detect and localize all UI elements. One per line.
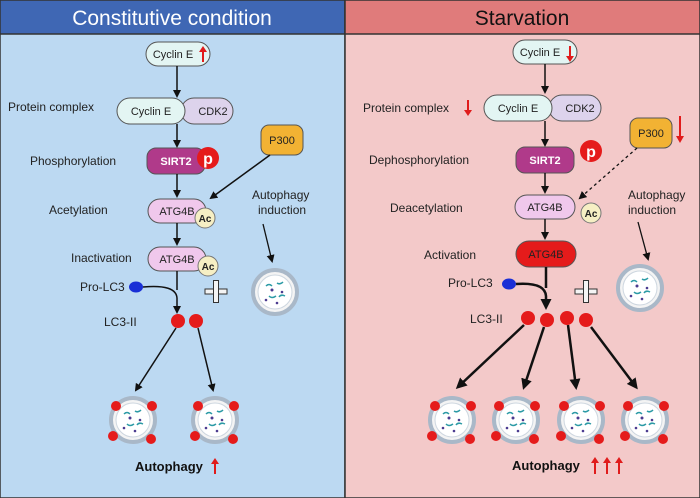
right-dephosphorylation-label: Dephosphorylation	[369, 153, 469, 167]
right-cyclin-e-label: Cyclin E	[520, 47, 560, 59]
left-inactivation-label: Inactivation	[71, 251, 132, 265]
left-plus-icon	[204, 280, 228, 303]
right-lc3-dot-2	[540, 313, 554, 327]
right-autophagy-induction-line1: Autophagy	[628, 188, 685, 202]
right-p300-node	[629, 117, 673, 149]
right-sirt2-label: SIRT2	[529, 155, 560, 167]
left-cyclin-e-complex-label: Cyclin E	[131, 106, 171, 118]
right-autophagosome-2	[491, 396, 540, 444]
right-cyclin-e-complex-node	[483, 94, 553, 122]
right-panel: Starvation Cyclin E Protein complex CDK2…	[344, 0, 700, 498]
right-autophagosome-3	[556, 396, 605, 444]
left-acetylation-label: Acetylation	[49, 203, 108, 217]
right-cdk2-label: CDK2	[565, 103, 594, 115]
right-autophagosome-1	[427, 396, 476, 444]
right-ac-badge	[580, 202, 602, 224]
left-phospho-badge	[197, 147, 219, 169]
right-induction-vesicle	[616, 264, 664, 312]
left-pro-lc3-label: Pro-LC3	[80, 280, 125, 294]
left-arrow-p300-to-atg4b	[209, 154, 271, 200]
right-lc3-dot-4	[579, 313, 593, 327]
left-p300-label: P300	[269, 135, 295, 147]
left-ac-badge-2	[197, 255, 219, 277]
right-deacetylation-label: Deacetylation	[390, 201, 463, 215]
right-protein-complex-label: Protein complex	[363, 101, 449, 115]
right-atg4b-active-label: ATG4B	[528, 249, 563, 261]
left-ac-badge-1-label: Ac	[199, 214, 212, 225]
left-cyclin-e-node	[145, 41, 211, 67]
left-autophagosome-1	[108, 396, 157, 444]
right-autophagy-induction-line2: induction	[628, 203, 676, 217]
right-plus-icon	[574, 280, 598, 303]
left-ac-badge-2-label: Ac	[202, 262, 215, 273]
left-panel-title: Constitutive condition	[72, 7, 272, 30]
left-pro-lc3-icon	[129, 281, 143, 293]
left-p300-node	[260, 124, 304, 156]
right-panel-header	[344, 0, 700, 35]
left-autophagy-induction-line2: induction	[258, 203, 306, 217]
left-arrow-prolc3-to-lc3	[142, 285, 181, 314]
right-cyclin-e-complex-label: Cyclin E	[498, 103, 538, 115]
left-induction-vesicle	[251, 268, 299, 316]
left-atg4b-inactive-label: ATG4B	[159, 254, 194, 266]
right-cyclin-e-down-arrow-icon	[566, 46, 574, 62]
right-atg4b-deacetylated-label: ATG4B	[527, 202, 562, 214]
left-protein-complex-label: Protein complex	[8, 100, 94, 114]
left-cyclin-e-complex-node	[116, 97, 186, 125]
left-cyclin-e-label: Cyclin E	[153, 49, 193, 61]
left-autophagy-induction-line1: Autophagy	[252, 188, 309, 202]
left-autophagy-up-arrow-icon	[211, 458, 219, 474]
right-dashed-arrow-p300-to-atg4b	[578, 147, 638, 200]
left-atg4b-acetylated-label: ATG4B	[159, 206, 194, 218]
left-arrow-induction	[262, 223, 275, 263]
right-arrow-induction	[637, 221, 651, 261]
right-phospho-badge	[580, 140, 602, 162]
right-activation-label: Activation	[424, 248, 476, 262]
left-cdk2-label: CDK2	[198, 106, 227, 118]
right-arrow-prolc3-to-lc3	[515, 282, 552, 310]
right-panel-title: Starvation	[475, 7, 570, 30]
right-pro-lc3-icon	[502, 278, 516, 290]
right-arrow-lc3-to-autophagosome-3	[566, 324, 581, 390]
left-panel-header	[0, 0, 346, 35]
right-phospho-badge-label: p	[586, 144, 596, 161]
right-lc3-dot-1	[521, 311, 535, 325]
right-ac-badge-label: Ac	[585, 209, 598, 220]
right-arrow-lc3-to-autophagosome-2	[521, 326, 546, 390]
right-autophagy-result-label: Autophagy	[512, 458, 581, 473]
right-autophagosome-4	[620, 396, 669, 444]
left-arrow-lc3-to-autophagosome-2	[197, 327, 216, 392]
left-autophagosome-2	[190, 396, 239, 444]
right-p300-down-arrow-icon	[676, 116, 684, 143]
left-lc3-dot-1	[171, 314, 185, 328]
right-autophagy-up-arrows-icon	[591, 457, 623, 474]
right-arrow-lc3-to-autophagosome-4	[590, 326, 638, 390]
left-lc3-dot-2	[189, 314, 203, 328]
left-ac-badge-1	[194, 207, 216, 229]
right-pro-lc3-label: Pro-LC3	[448, 276, 493, 290]
right-protein-complex-down-arrow-icon	[464, 100, 472, 116]
left-arrow-lc3-to-autophagosome-1	[134, 327, 177, 392]
right-lc3-label: LC3-II	[470, 312, 503, 326]
left-cyclin-e-up-arrow-icon	[199, 46, 207, 62]
left-autophagy-result-label: Autophagy	[135, 459, 204, 474]
right-lc3-dot-3	[560, 311, 574, 325]
left-sirt2-label: SIRT2	[160, 156, 191, 168]
left-lc3-label: LC3-II	[104, 315, 137, 329]
right-arrow-lc3-to-autophagosome-1	[455, 324, 525, 390]
left-panel: Constitutive condition Cyclin E Protein …	[0, 0, 346, 498]
left-phosphorylation-label: Phosphorylation	[30, 154, 116, 168]
left-phospho-badge-label: p	[203, 151, 213, 168]
right-p300-label: P300	[638, 128, 664, 140]
